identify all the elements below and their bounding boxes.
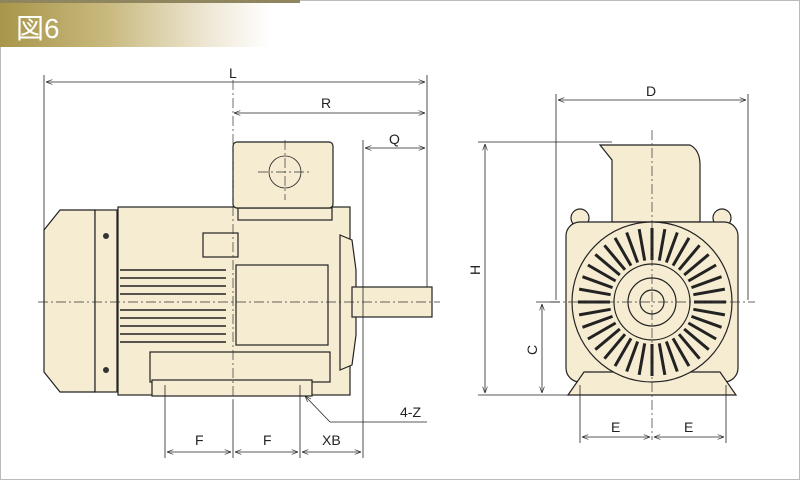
- dim-4Z: 4-Z: [400, 404, 421, 420]
- front-dimensions: D H C E E: [467, 83, 749, 443]
- foot: [151, 379, 313, 397]
- fan-fin: [690, 314, 723, 329]
- fan-fin: [683, 327, 710, 351]
- fan-fin: [625, 340, 640, 373]
- fan-fin: [683, 253, 710, 277]
- fan-fin: [657, 343, 667, 376]
- fan-fin: [625, 231, 640, 264]
- fan-fin: [693, 287, 726, 297]
- fan-fin: [690, 275, 723, 290]
- dim-E-1: E: [611, 419, 620, 435]
- fan-fin: [603, 333, 627, 360]
- fan-fin: [687, 321, 717, 341]
- fan-fin: [693, 307, 726, 317]
- fan-fin: [657, 228, 667, 261]
- fan-fin: [613, 237, 633, 267]
- dim-C: C: [524, 345, 540, 355]
- fan-fin: [677, 244, 701, 271]
- fan-fin: [578, 287, 611, 297]
- fan-fin: [671, 337, 691, 367]
- dim-D: D: [646, 83, 656, 99]
- fan-fin: [581, 275, 614, 290]
- dim-L: L: [229, 65, 237, 81]
- side-dimensions: L R Q F F XB 4-Z: [43, 65, 428, 458]
- fan-fin: [637, 228, 647, 261]
- fan-fin: [671, 237, 691, 267]
- nameplate: [235, 264, 329, 346]
- dim-F-2: F: [263, 432, 272, 448]
- figure-title: 図6: [16, 13, 60, 44]
- side-view: [38, 80, 440, 400]
- fan-fin: [587, 263, 617, 283]
- fan-fin: [578, 307, 611, 317]
- fan-fin: [677, 333, 701, 360]
- flange: [94, 209, 118, 393]
- front-view: [550, 130, 755, 440]
- dim-F-1: F: [195, 432, 204, 448]
- fan-fin: [637, 343, 647, 376]
- terminal-box: [232, 141, 334, 209]
- fan-fin: [587, 321, 617, 341]
- terminal-box-front: [598, 144, 701, 223]
- fan-fin: [664, 231, 679, 264]
- fan-fin: [581, 314, 614, 329]
- dim-R: R: [321, 95, 331, 111]
- fan-fin: [613, 337, 633, 367]
- dim-XB: XB: [322, 432, 341, 448]
- fan-fin: [594, 253, 621, 277]
- fan-cover: [43, 209, 96, 393]
- cooling-fins: [120, 269, 226, 343]
- fan-fin: [664, 340, 679, 373]
- fan-fin: [687, 263, 717, 283]
- dim-Q: Q: [389, 131, 400, 147]
- dim-E-2: E: [684, 419, 693, 435]
- fan-fin: [594, 327, 621, 351]
- fan-fin: [603, 244, 627, 271]
- dim-H: H: [467, 265, 483, 275]
- figure-header: 図6: [0, 0, 300, 47]
